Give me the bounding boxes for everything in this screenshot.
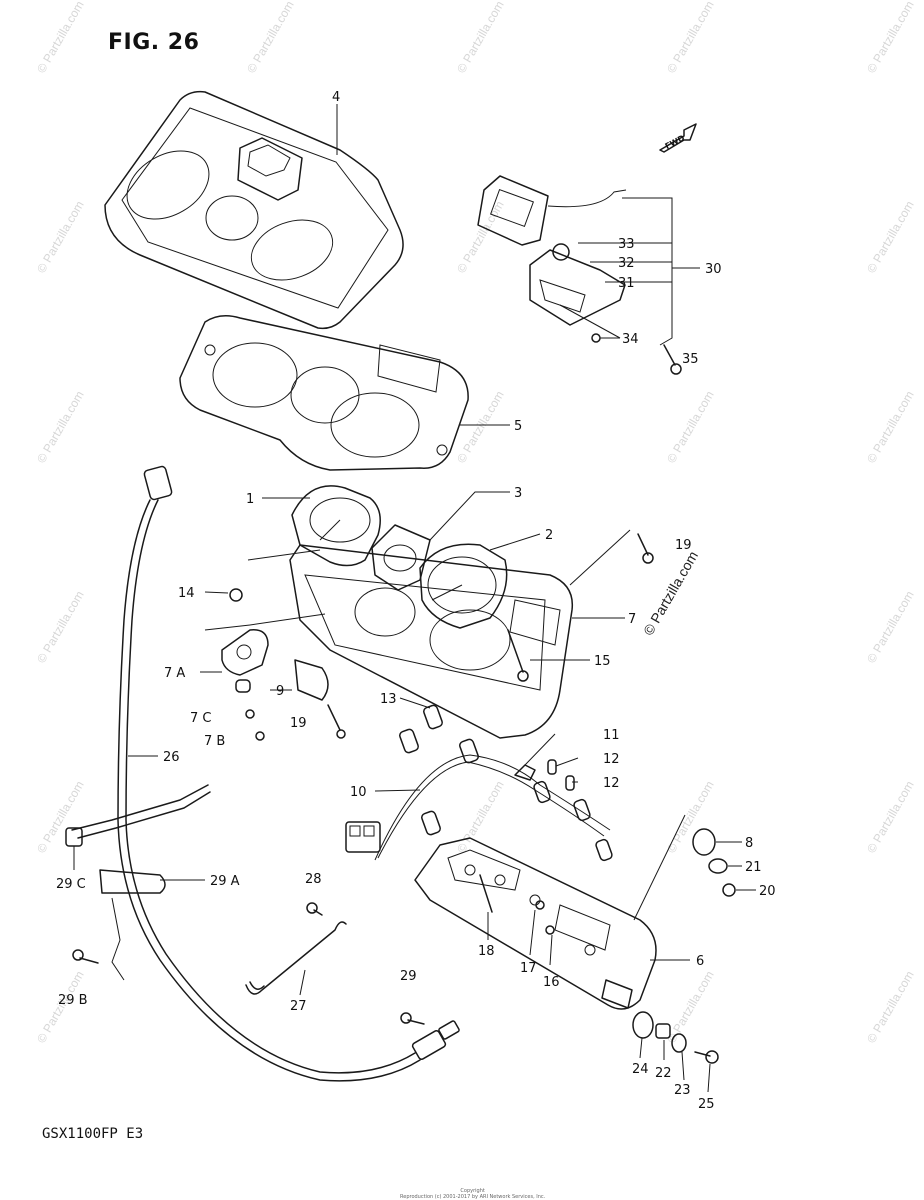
callout: 9 bbox=[276, 684, 284, 699]
callout: 12 bbox=[603, 776, 620, 791]
callout: 7 bbox=[628, 612, 636, 627]
part-7a-bracket bbox=[221, 629, 269, 676]
callout: 7 A bbox=[164, 666, 185, 681]
part-30-lcd-assembly bbox=[477, 175, 682, 375]
part-5-inner-panel bbox=[179, 315, 469, 471]
callout: 26 bbox=[163, 750, 180, 765]
part-15-screw bbox=[507, 629, 529, 682]
callout: 16 bbox=[543, 975, 560, 990]
callout: 35 bbox=[682, 352, 699, 367]
part-29-bolt bbox=[400, 1012, 425, 1025]
fwd-label: FWD bbox=[664, 133, 687, 151]
part-10-wiring-harness bbox=[345, 704, 613, 862]
callout: 17 bbox=[520, 961, 537, 976]
callout: 29 A bbox=[210, 874, 240, 889]
callout: 29 bbox=[400, 969, 417, 984]
part-23-washer bbox=[671, 1033, 687, 1053]
callout: 19 bbox=[675, 538, 692, 553]
callout: 22 bbox=[655, 1066, 672, 1081]
part-7b-nut bbox=[255, 731, 265, 741]
callout: 18 bbox=[478, 944, 495, 959]
callout: 30 bbox=[705, 262, 722, 277]
copyright-notice: Copyright Reproduction (c) 2001-2017 by … bbox=[400, 1188, 545, 1200]
part-29b-bolt bbox=[72, 949, 99, 964]
part-8-grommet bbox=[692, 828, 716, 856]
callout: 7 C bbox=[190, 711, 211, 726]
part-4-meter-cover bbox=[104, 90, 404, 330]
callout: 20 bbox=[759, 884, 776, 899]
part-25-bolt bbox=[694, 1050, 719, 1064]
part-7c-grommet bbox=[235, 679, 255, 719]
copyright-line: Reproduction (c) 2001-2017 by ARI Networ… bbox=[400, 1194, 546, 1200]
callout: 3 bbox=[514, 486, 522, 501]
part-20-nut bbox=[722, 883, 736, 897]
callout: 4 bbox=[332, 90, 340, 105]
part-19-screw bbox=[327, 704, 346, 739]
part-29a-cable-band bbox=[65, 784, 211, 981]
callout: 19 bbox=[290, 716, 307, 731]
part-27-strap bbox=[245, 921, 347, 995]
forward-arrow-icon: FWD bbox=[659, 123, 697, 153]
callout: 31 bbox=[618, 276, 635, 291]
part-28-bolt bbox=[306, 902, 323, 916]
callout: 24 bbox=[632, 1062, 649, 1077]
callout: 13 bbox=[380, 692, 397, 707]
part-24-grommet bbox=[632, 1011, 654, 1039]
callout: 27 bbox=[290, 999, 307, 1014]
callout: 10 bbox=[350, 785, 367, 800]
part-26-speedometer-cable bbox=[117, 465, 460, 1082]
callout: 23 bbox=[674, 1083, 691, 1098]
copyright-line: Copyright bbox=[460, 1188, 485, 1194]
callout: 32 bbox=[618, 256, 635, 271]
callout: 29 B bbox=[58, 993, 88, 1008]
model-code: GSX1100FP E3 bbox=[42, 1126, 144, 1142]
callout: 1 bbox=[246, 492, 254, 507]
callout: 29 C bbox=[56, 877, 86, 892]
part-7-meter-case bbox=[289, 544, 574, 739]
part-6-base-plate bbox=[414, 837, 657, 1010]
callout: 11 bbox=[603, 728, 620, 743]
callout: 34 bbox=[622, 332, 639, 347]
callout: 5 bbox=[514, 419, 522, 434]
callout: 8 bbox=[745, 836, 753, 851]
callout: 12 bbox=[603, 752, 620, 767]
callout: 25 bbox=[698, 1097, 715, 1112]
callout: 6 bbox=[696, 954, 704, 969]
callout: 28 bbox=[305, 872, 322, 887]
callout: 2 bbox=[545, 528, 553, 543]
part-21-washer bbox=[708, 858, 728, 874]
callout-labels: 4 30 33 32 31 34 35 5 1 3 2 19 14 7 7 A … bbox=[56, 90, 776, 1112]
callout: 15 bbox=[594, 654, 611, 669]
part-9-socket bbox=[294, 659, 329, 701]
part-14-screw bbox=[229, 588, 243, 602]
callout: 14 bbox=[178, 586, 195, 601]
leader-lines bbox=[73, 104, 756, 1093]
part-2-gauge bbox=[419, 543, 508, 629]
callout: 33 bbox=[618, 237, 635, 252]
callout: 7 B bbox=[204, 734, 225, 749]
figure-title: FIG. 26 bbox=[108, 30, 200, 55]
part-19-screw-upper bbox=[637, 533, 654, 564]
callout: 21 bbox=[745, 860, 762, 875]
part-22-collar bbox=[655, 1023, 671, 1039]
part-1-gauge bbox=[291, 485, 381, 567]
